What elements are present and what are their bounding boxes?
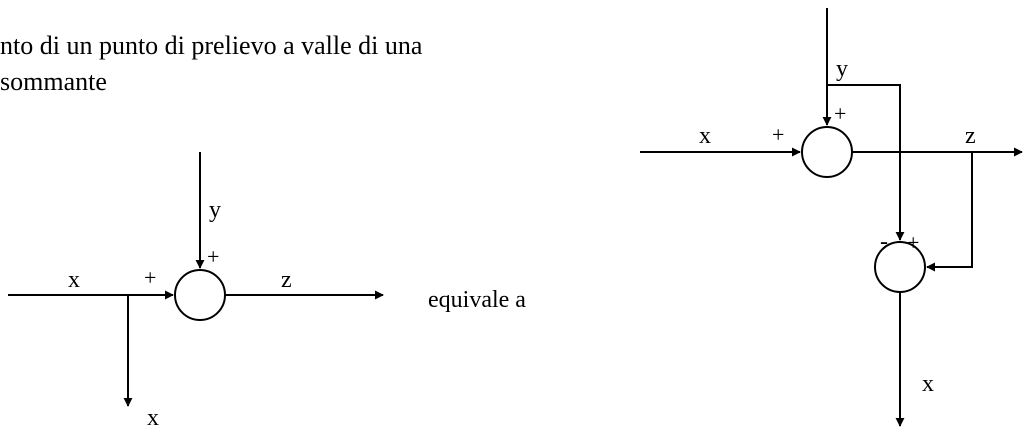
right-top-input-label: y — [836, 56, 848, 82]
description-line-1: nto di un punto di prelievo a valle di u… — [0, 31, 423, 60]
right-input-label: x — [699, 123, 711, 149]
left-tap-label: x — [147, 405, 159, 430]
left-output-label: z — [281, 267, 292, 293]
left-input-label: x — [68, 267, 80, 293]
description-line-2: sommante — [0, 67, 107, 96]
right-lower-output-label: x — [922, 371, 934, 397]
right-lower-minus-sign: - — [880, 229, 888, 255]
right-diagram: x + y + z - + x — [640, 8, 1023, 427]
right-lower-plus-sign: + — [907, 230, 919, 255]
right-output-label: z — [965, 123, 976, 149]
right-top-input-sign: + — [834, 101, 846, 126]
right-input-sign: + — [772, 122, 784, 147]
equivalence-text: equivale a — [428, 287, 526, 313]
left-top-input-label: y — [209, 197, 221, 223]
left-summing-junction — [174, 269, 226, 321]
left-input-sign: + — [144, 265, 156, 290]
right-z-feedback-line — [926, 152, 973, 272]
right-y-branch-line — [827, 84, 905, 241]
left-top-input-sign: + — [207, 244, 219, 269]
left-diagram: x + y + z x — [8, 152, 384, 430]
description-text: nto di un punto di prelievo a valle di u… — [0, 28, 600, 100]
right-upper-summing-junction — [801, 126, 853, 178]
